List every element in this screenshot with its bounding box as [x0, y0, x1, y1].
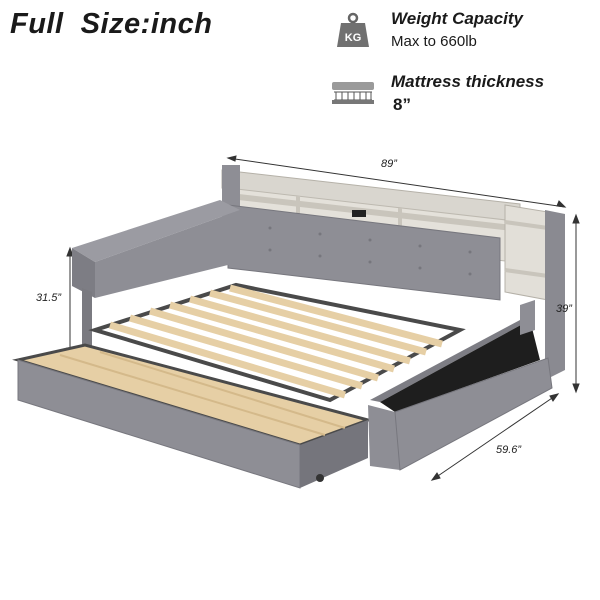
backrest-tufting — [268, 226, 472, 276]
mattress-icon — [332, 82, 374, 104]
weight-capacity-title: Weight Capacity — [391, 9, 523, 28]
page-title: Full Size:inch — [10, 8, 213, 40]
mattress-thickness-title: Mattress thickness — [391, 72, 545, 91]
side-shelf-tower — [504, 204, 549, 301]
weight-icon-text: KG — [345, 32, 362, 44]
width-dimension-label: 59.6” — [496, 444, 522, 456]
total-height-dimension-label: 39” — [556, 303, 572, 315]
back-height-dimension-label: 31.5” — [36, 292, 62, 304]
weight-capacity-value: Max to 660lb — [391, 33, 477, 50]
trundle — [12, 343, 373, 489]
mattress-thickness-value: 8” — [393, 95, 411, 114]
weight-kg-icon: KG — [337, 12, 369, 47]
main-slats — [88, 282, 466, 403]
length-dimension-label: 89” — [381, 158, 397, 170]
left-armrest — [72, 200, 240, 362]
storage-armrest — [368, 300, 553, 471]
right-side-panel — [545, 210, 565, 380]
